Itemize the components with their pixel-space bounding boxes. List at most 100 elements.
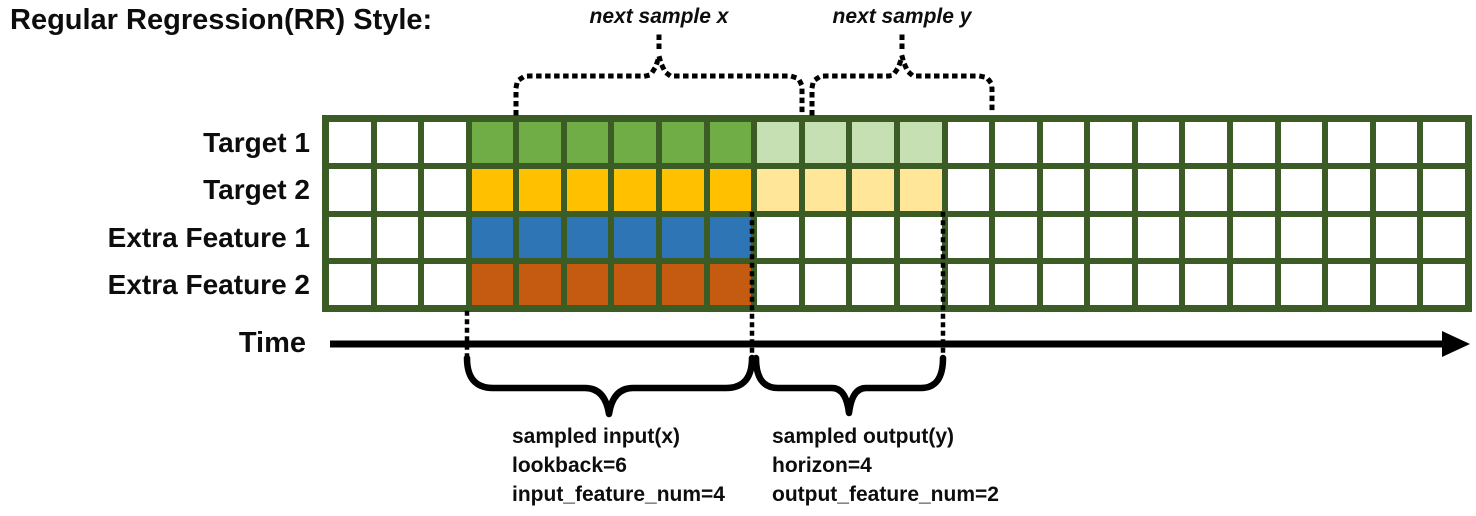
grid-cell <box>471 216 514 258</box>
grid-cell <box>709 263 752 305</box>
grid-cell <box>1185 122 1228 164</box>
grid-cell <box>566 216 609 258</box>
grid-cell <box>424 122 466 164</box>
next-sample-y-brace <box>809 55 995 116</box>
grid-cell <box>1090 216 1132 258</box>
grid-cell <box>709 169 752 211</box>
grid-cell <box>376 216 419 258</box>
grid-cell <box>519 169 561 211</box>
row-label-extra-feature-1: Extra Feature 1 <box>107 222 310 253</box>
grid-cell <box>804 169 847 211</box>
grid-cell <box>1042 122 1085 164</box>
sampled-output-title: sampled output(y) <box>772 425 954 448</box>
grid-cell <box>1280 169 1323 211</box>
row-label-target-2: Target 2 <box>203 174 310 205</box>
next-sample-x-brace <box>513 55 805 116</box>
grid-cell <box>852 169 894 211</box>
grid-cell <box>1375 122 1418 164</box>
grid-cell <box>1280 263 1323 305</box>
grid-cell <box>471 263 514 305</box>
output-feature-num-value: output_feature_num=2 <box>772 483 999 506</box>
time-arrow-head <box>1442 331 1470 357</box>
grid-cell <box>899 263 942 305</box>
grid-cell <box>947 216 990 258</box>
grid-cell <box>1090 169 1132 211</box>
next-sample-x-label: next sample x <box>589 5 729 28</box>
input-feature-num-value: input_feature_num=4 <box>512 483 725 506</box>
grid-cell <box>995 122 1037 164</box>
sampled-input-brace <box>463 354 756 418</box>
grid-cell <box>662 216 704 258</box>
grid-cell <box>852 122 894 164</box>
page-title: Regular Regression(RR) Style: <box>10 4 433 36</box>
grid-cell <box>471 122 514 164</box>
grid-cell <box>1423 169 1465 211</box>
sampled-input-title: sampled input(x) <box>512 425 681 448</box>
time-axis-label: Time <box>238 327 306 359</box>
sampled-input-annotation: sampled input(x) lookback=6 input_featur… <box>512 422 725 509</box>
grid-cell <box>757 263 799 305</box>
grid-row-labels: Target 1 Target 2 Extra Feature 1 Extra … <box>0 115 310 312</box>
grid-cell <box>995 169 1037 211</box>
grid-cell <box>899 216 942 258</box>
grid-cell <box>947 122 990 164</box>
grid-cell <box>1280 216 1323 258</box>
grid-cell <box>899 122 942 164</box>
grid-cell <box>757 169 799 211</box>
grid-cell <box>1042 216 1085 258</box>
grid-cell <box>376 263 419 305</box>
grid-cell <box>376 122 419 164</box>
grid-cell <box>1280 122 1323 164</box>
grid-cell <box>1375 263 1418 305</box>
grid-cell <box>329 169 371 211</box>
grid-cell <box>995 263 1037 305</box>
grid-cell <box>566 122 609 164</box>
grid-cell <box>662 122 704 164</box>
lookback-value: lookback=6 <box>512 454 627 477</box>
grid-cell <box>329 122 371 164</box>
grid-cell <box>709 216 752 258</box>
grid-cell <box>852 216 894 258</box>
grid-cell <box>1185 263 1228 305</box>
grid-cell <box>614 169 657 211</box>
grid-cell <box>1328 169 1370 211</box>
grid-cell <box>614 216 657 258</box>
grid-cell <box>804 216 847 258</box>
grid-cell <box>757 216 799 258</box>
grid-cell <box>1328 122 1370 164</box>
grid-cell <box>1375 169 1418 211</box>
grid-cell <box>519 263 561 305</box>
grid-cell <box>1233 169 1275 211</box>
grid-cell <box>1137 122 1180 164</box>
grid-cell <box>1233 122 1275 164</box>
grid-cell <box>852 263 894 305</box>
grid-cell <box>329 263 371 305</box>
grid-cell <box>1137 169 1180 211</box>
grid-cell <box>1090 122 1132 164</box>
grid-cell <box>614 122 657 164</box>
grid-cell <box>1137 263 1180 305</box>
grid-cell <box>995 216 1037 258</box>
next-sample-y-label: next sample y <box>832 5 972 28</box>
grid-cell <box>614 263 657 305</box>
grid-cell <box>1233 216 1275 258</box>
grid-cell <box>1328 216 1370 258</box>
grid-cell <box>1042 169 1085 211</box>
grid-cell <box>1375 216 1418 258</box>
grid-cell <box>1233 263 1275 305</box>
grid-cell <box>424 216 466 258</box>
grid-cell <box>424 263 466 305</box>
grid-cell <box>1423 263 1465 305</box>
grid-cell <box>1137 216 1180 258</box>
grid-cell <box>1328 263 1370 305</box>
grid-cell <box>662 169 704 211</box>
row-label-target-1: Target 1 <box>203 127 310 158</box>
grid-cell <box>1042 263 1085 305</box>
grid-cell <box>662 263 704 305</box>
grid-cell <box>1423 216 1465 258</box>
grid-cell <box>709 122 752 164</box>
grid-cell <box>804 263 847 305</box>
grid-cell <box>566 263 609 305</box>
grid-cell <box>947 263 990 305</box>
